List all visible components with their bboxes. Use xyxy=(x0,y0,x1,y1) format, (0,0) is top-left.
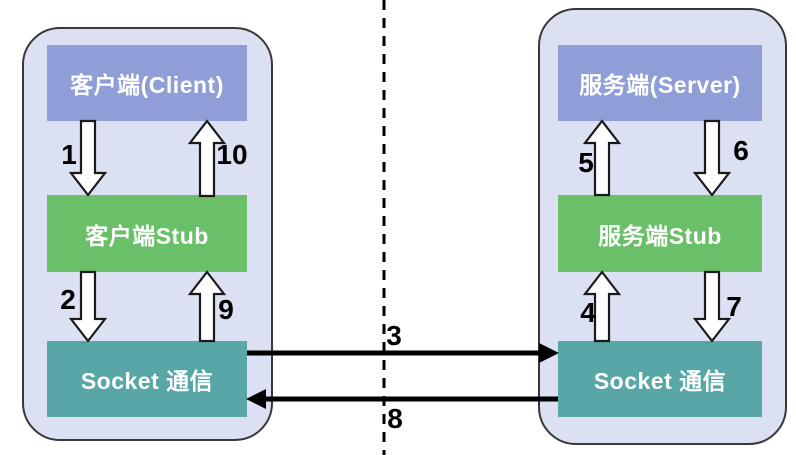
client-box-label: 客户端(Client) xyxy=(70,72,224,98)
client-socket-box-label: Socket 通信 xyxy=(80,368,214,394)
step-label-2: 2 xyxy=(60,284,76,315)
step-label-1: 1 xyxy=(61,139,77,170)
client-stub-box: 客户端Stub xyxy=(47,195,247,272)
client-box: 客户端(Client) xyxy=(47,45,247,121)
server-stub-box-label: 服务端Stub xyxy=(598,222,722,249)
step-label-8: 8 xyxy=(387,403,403,434)
client-stub-box-label: 客户端Stub xyxy=(85,222,209,249)
step-label-9: 9 xyxy=(218,294,234,325)
server-box: 服务端(Server) xyxy=(558,45,762,121)
server-socket-box: Socket 通信 xyxy=(558,341,762,417)
step-label-4: 4 xyxy=(580,297,596,328)
step-label-6: 6 xyxy=(733,135,749,166)
step-label-10: 10 xyxy=(216,139,248,170)
server-socket-box-label: Socket 通信 xyxy=(593,368,727,394)
step-label-3: 3 xyxy=(386,320,402,351)
step-label-5: 5 xyxy=(578,147,594,178)
server-stub-box: 服务端Stub xyxy=(558,195,762,272)
step-label-7: 7 xyxy=(726,291,742,322)
server-box-label: 服务端(Server) xyxy=(579,72,741,98)
client-socket-box: Socket 通信 xyxy=(47,341,247,417)
